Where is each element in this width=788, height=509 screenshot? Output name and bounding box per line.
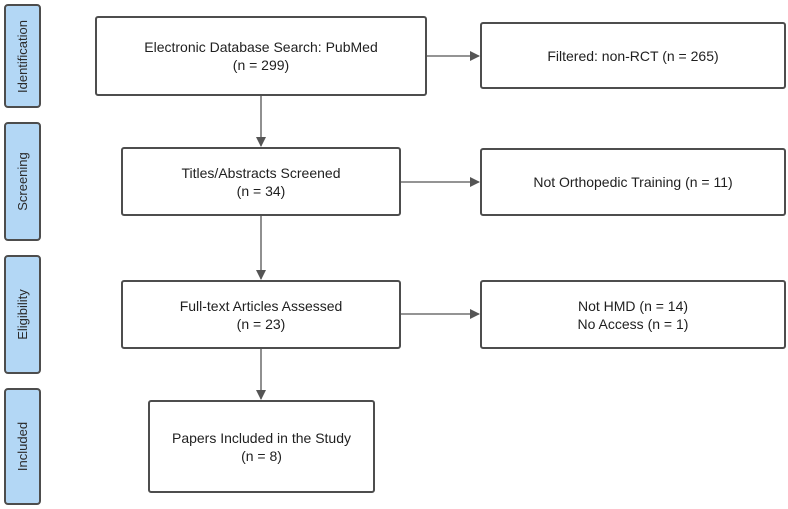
excluded-box-hmd: Not HMD (n = 14) [577,297,689,314]
stage-included: Included [4,388,41,505]
included-box-count: (n = 8) [241,447,282,464]
excluded-box: Not HMD (n = 14) No Access (n = 1) [480,280,786,349]
not-orthopedic-box-text: Not Orthopedic Training (n = 11) [533,174,733,190]
fulltext-box-title: Full-text Articles Assessed [179,297,343,314]
stage-identification-label: Identification [15,19,30,93]
stage-eligibility: Eligibility [4,255,41,374]
filtered-box-text: Filtered: non-RCT (n = 265) [547,47,719,64]
not-orthopedic-box: Not Orthopedic Training (n = 11) [480,148,786,216]
fulltext-box-count: (n = 23) [236,315,286,332]
stage-identification: Identification [4,4,41,108]
search-box-count: (n = 299) [232,57,290,73]
screened-box-count: (n = 34) [236,182,286,199]
excluded-box-access: No Access (n = 1) [577,315,689,332]
included-box: Papers Included in the Study (n = 8) [148,400,375,493]
stage-screening-label: Screening [15,152,31,211]
screened-box-title: Titles/Abstracts Screened [181,164,341,181]
stage-screening: Screening [4,122,41,241]
search-box: Electronic Database Search: PubMed (n = … [95,16,427,96]
fulltext-box: Full-text Articles Assessed (n = 23) [121,280,401,349]
included-box-title: Papers Included in the Study [171,429,351,446]
stage-included-label: Included [15,421,30,472]
stage-eligibility-label: Eligibility [15,289,31,340]
screened-box: Titles/Abstracts Screened (n = 34) [121,147,401,216]
filtered-box: Filtered: non-RCT (n = 265) [480,22,786,89]
search-box-title: Electronic Database Search: PubMed [144,39,378,55]
